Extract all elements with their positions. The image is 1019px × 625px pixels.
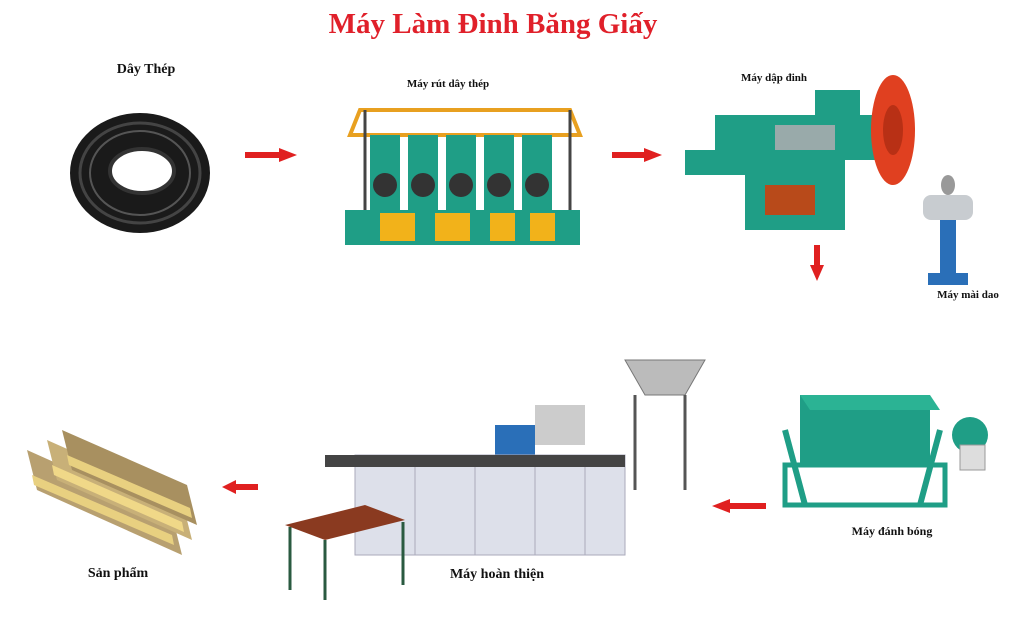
arrow-left-icon [712,499,766,513]
wire-drawing-machine-image [345,108,583,245]
arrow-left-icon [222,480,258,494]
arrow-down-icon [810,245,824,281]
label-product: Sản phẩm [87,566,149,581]
diagram-title: Máy Làm Đinh Băng Giấy [328,8,658,40]
paper-strip-nails-image [27,430,197,555]
label-finishing-machine: Máy hoàn thiện [449,567,545,582]
nail-making-machine-image [685,75,915,230]
polishing-machine-image [782,395,988,508]
label-nail-machine: Máy dập đinh [740,72,808,84]
arrow-right-icon [245,148,297,162]
label-drawing-machine: Máy rút dây thép [406,78,490,90]
label-wire: Dây Thép [116,62,176,77]
finishing-machine-image [285,359,706,600]
label-polishing-machine: Máy đánh bóng [851,524,933,538]
grinder-machine-image [923,175,973,285]
arrow-right-icon [612,148,662,162]
label-grinder: Máy mài dao [937,289,999,301]
wire-coil-image [70,113,210,233]
